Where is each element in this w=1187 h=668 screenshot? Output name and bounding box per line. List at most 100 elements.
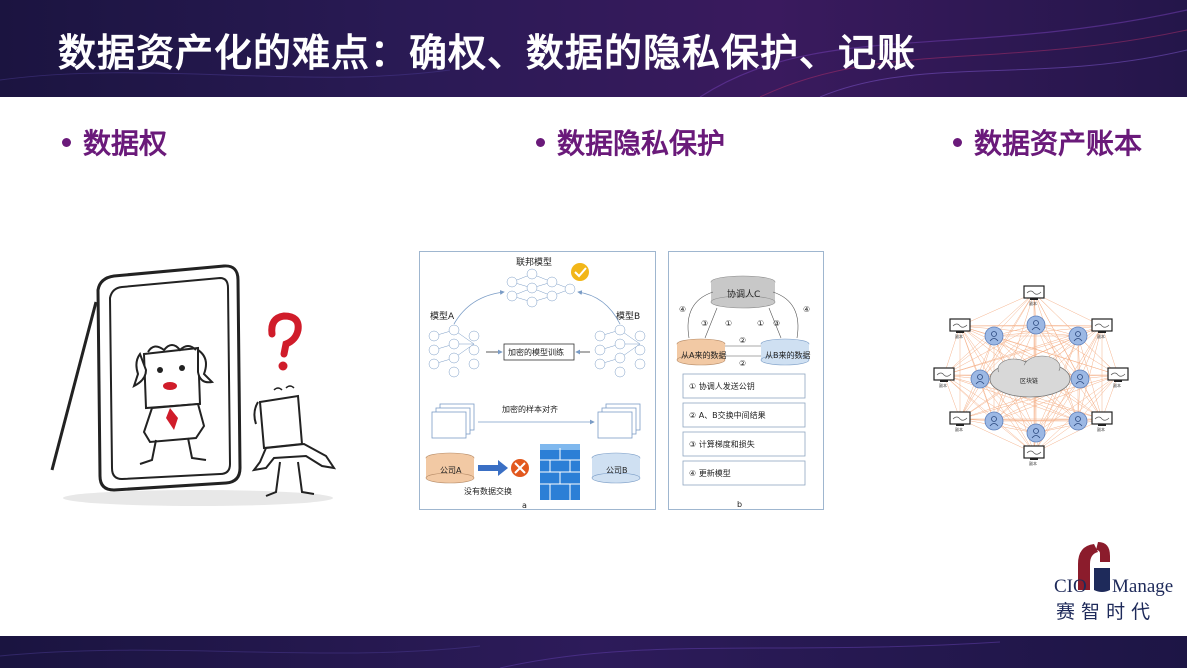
replica-label: 副本: [1097, 426, 1105, 432]
samples-b: [597, 403, 641, 439]
federated-model-label: 联邦模型: [516, 256, 552, 268]
footer-band: [0, 636, 1187, 668]
ledger-link: [993, 325, 1103, 337]
ledger-monitor-node: 副本: [1023, 285, 1045, 306]
ledger-link: [943, 374, 1079, 422]
encrypted-training-label: 加密的模型训练: [508, 347, 564, 357]
replica-label: 副本: [955, 426, 963, 432]
ledger-link: [1035, 324, 1119, 376]
ledger-link: [959, 374, 1119, 420]
ledger-monitor-node: 副本: [949, 318, 971, 339]
bullet-label: 数据资产账本: [974, 127, 1143, 160]
replica-label: 副本: [1097, 333, 1105, 339]
arrow-icon: [478, 460, 508, 476]
ledger-link: [1033, 325, 1103, 454]
ledger-monitor-node: 副本: [1091, 411, 1113, 432]
ledger-link: [993, 374, 1119, 422]
ledger-link: [943, 335, 1079, 376]
ledger-user-node: [1026, 315, 1046, 335]
ledger-link: [959, 418, 1035, 454]
ledger-link: [1035, 418, 1103, 434]
ledger-link: [1077, 325, 1103, 422]
header-banner: 数据资产化的难点：确权、数据的隐私保护、记账: [0, 0, 1187, 97]
ledger-link: [1035, 378, 1081, 434]
bullet-dot: [536, 137, 545, 147]
ledger-link: [979, 292, 1035, 380]
step-1-right: ①: [757, 319, 764, 328]
bullet-data-ledger: 数据资产账本: [953, 122, 1142, 162]
blockchain-cloud: 区块链: [989, 355, 1071, 398]
replica-label: 副本: [1113, 382, 1121, 388]
from-a-label: 从A来的数据: [681, 350, 726, 360]
bullet-data-privacy: 数据隐私保护: [536, 122, 725, 162]
ledger-link: [943, 374, 995, 422]
step-3-left: ③: [701, 319, 708, 328]
bullet-label: 数据隐私保护: [557, 127, 726, 160]
ledger-link: [959, 292, 1035, 420]
ledger-link: [943, 374, 1037, 434]
ledger-link: [1077, 335, 1103, 420]
step-4-right: ④: [803, 305, 810, 314]
ledger-link: [1035, 324, 1103, 420]
ledger-link: [993, 292, 1035, 337]
ledger-user-node: [1068, 326, 1088, 346]
step-item: ④ 更新模型: [689, 468, 731, 478]
ledger-link: [993, 292, 1035, 422]
step-item: ② A、B交换中间结果: [689, 410, 766, 420]
ledger-monitor-node: 副本: [1091, 318, 1113, 339]
ledger-link: [1033, 418, 1103, 454]
federated-diagram-b: 协调人C 从A来的数据 从B来的数据 ④ ④ ③ ① ① ③ ② ② ① 协调人…: [676, 275, 811, 509]
model-b-label: 模型B: [616, 311, 640, 322]
replica-label: 副本: [1029, 300, 1037, 306]
bullet-dot: [62, 137, 71, 147]
panel-a-caption: a: [522, 501, 527, 509]
ledger-link: [959, 418, 1079, 422]
ledger-user-node: [984, 411, 1004, 431]
ledger-link: [1033, 292, 1079, 422]
ledger-link: [943, 325, 961, 376]
bullet-data-rights: 数据权: [62, 122, 167, 162]
ledger-link: [1077, 374, 1119, 422]
footer-decoration: [0, 641, 1001, 668]
ledger-link: [979, 324, 1037, 380]
ledger-link: [1033, 378, 1081, 454]
logo-subtitle: 赛 智 时 代: [1056, 601, 1150, 623]
panel-b-caption: b: [737, 500, 742, 509]
model-a-net: [428, 324, 480, 378]
ledger-monitor-node: 副本: [949, 411, 971, 432]
ledger-monitor-node: 副本: [1023, 445, 1045, 466]
federated-panel-b: 协调人C 从A来的数据 从B来的数据 ④ ④ ③ ① ① ③ ② ② ① 协调人…: [668, 251, 824, 510]
ledger-link: [959, 325, 1079, 337]
step-item: ③ 计算梯度和损失: [689, 439, 755, 449]
step-item: ① 协调人发送公钥: [689, 381, 755, 391]
model-b-net: [594, 324, 646, 378]
replica-label: 副本: [939, 382, 947, 388]
cio-manage-logo: CIO Manage 赛 智 时 代: [1054, 542, 1173, 623]
check-icon: [571, 263, 589, 281]
coordinator-label: 协调人C: [727, 288, 760, 300]
bullet-label: 数据权: [83, 127, 168, 160]
step-2-top: ②: [739, 336, 746, 345]
company-a-label: 公司A: [440, 466, 462, 475]
federated-diagram-a: 联邦模型 模型A 模型B 加密的模型训练: [425, 256, 646, 510]
bullet-dot: [953, 137, 962, 147]
ledger-link: [1033, 292, 1103, 327]
logo-text-left: CIO: [1054, 576, 1087, 597]
step-1-left: ①: [725, 319, 732, 328]
ledger-link: [959, 292, 1035, 327]
ledger-user-node: [1068, 411, 1088, 431]
ledger-user-node: [970, 369, 990, 389]
step-3-right: ③: [773, 319, 780, 328]
ledger-user-node: [1026, 423, 1046, 443]
federated-panel-a: 联邦模型 模型A 模型B 加密的模型训练: [419, 251, 656, 510]
mirror-illustration: [50, 264, 337, 506]
ledger-monitor-node: 副本: [1107, 367, 1129, 388]
replica-label: 副本: [955, 333, 963, 339]
from-b-label: 从B来的数据: [765, 350, 811, 360]
page-title: 数据资产化的难点：确权、数据的隐私保护、记账: [58, 31, 917, 75]
ledger-link: [1035, 324, 1081, 380]
federated-model-net: [506, 268, 576, 308]
sample-alignment-label: 加密的样本对齐: [502, 404, 558, 414]
no-exchange-label: 没有数据交换: [464, 486, 512, 496]
ledger-link: [1033, 292, 1103, 420]
